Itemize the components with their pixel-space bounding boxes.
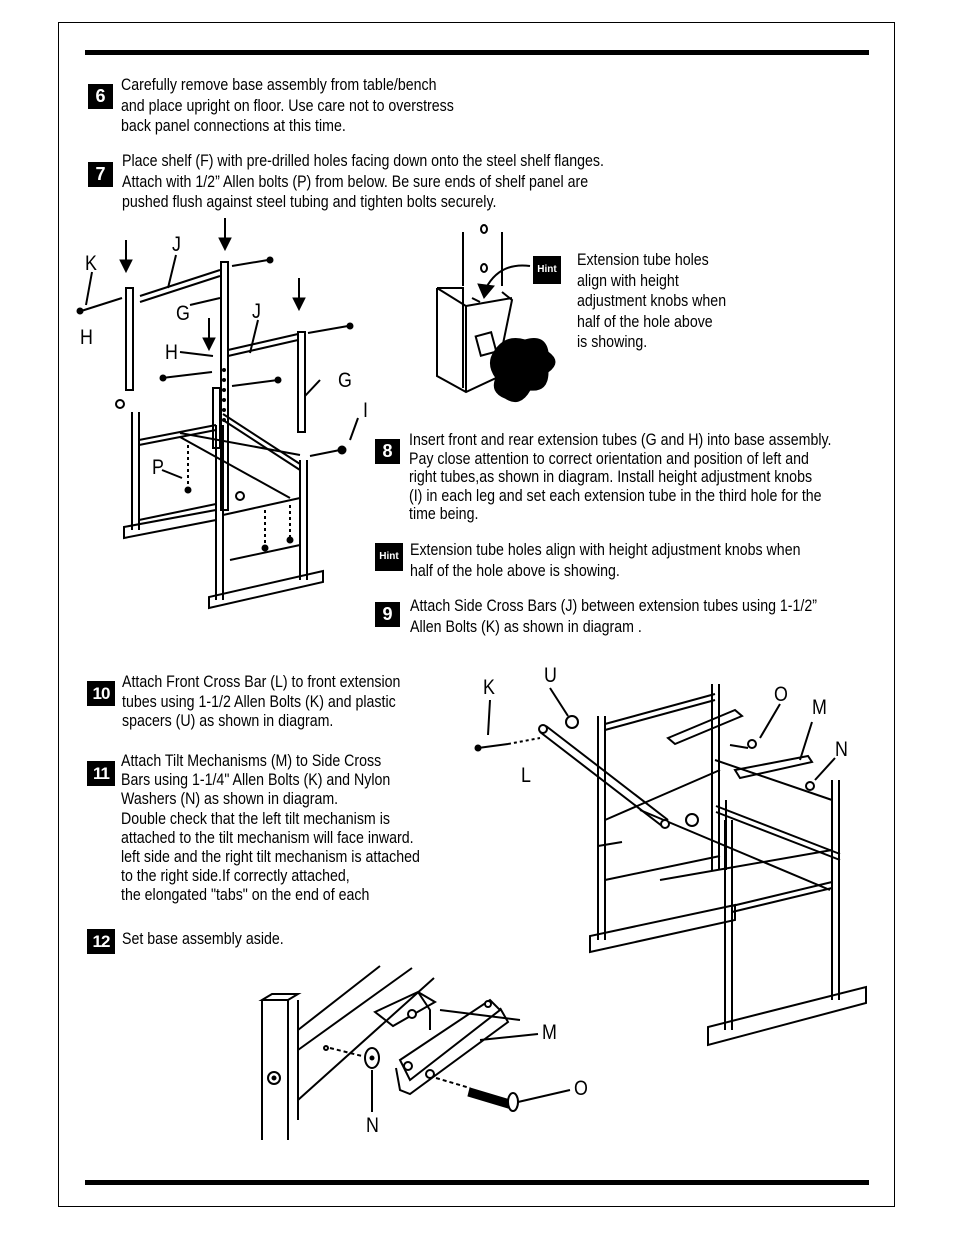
label-k-2: K [483, 676, 495, 699]
bolt-and-washer [323, 1045, 519, 1112]
label-j: J [172, 233, 181, 256]
step-11-badge: 11 [87, 761, 115, 786]
bolts-2 [474, 715, 749, 847]
hint-2-text: Extension tube holes align with height a… [410, 541, 801, 580]
step-7-badge: 7 [88, 162, 113, 187]
label-j-2: J [252, 300, 261, 323]
label-m: M [812, 696, 827, 719]
label-g: G [176, 302, 190, 325]
step-9-text: Attach Side Cross Bars (J) between exten… [410, 597, 817, 636]
front-cross-bar [538, 724, 670, 829]
extension-tubes [125, 261, 306, 511]
step-11-text: Attach Tilt Mechanisms (M) to Side Cross… [121, 752, 420, 905]
hint-2-badge: Hint [375, 543, 403, 571]
step-8-text: Insert front and rear extension tubes (G… [409, 431, 832, 523]
base-frame [123, 412, 324, 610]
step-6-badge: 6 [88, 84, 113, 109]
label-o-2: O [574, 1077, 588, 1100]
step-9-badge: 9 [375, 602, 400, 627]
step-8-badge: 8 [375, 439, 400, 464]
tube-detail [258, 993, 302, 1140]
step-12-badge: 12 [87, 929, 115, 954]
label-o: O [774, 683, 788, 706]
main-frame [589, 684, 867, 1047]
label-k: K [85, 252, 97, 275]
step-10-text: Attach Front Cross Bar (L) to front exte… [122, 673, 401, 730]
label-u: U [544, 664, 557, 687]
step-10-badge: 10 [87, 681, 115, 706]
label-g-2: G [338, 369, 352, 392]
top-rule [85, 50, 869, 55]
step-6-text: Carefully remove base assembly from tabl… [121, 76, 454, 135]
bolts [76, 256, 354, 552]
page-frame [58, 22, 895, 1207]
label-n: N [835, 738, 848, 761]
label-l: L [521, 764, 531, 787]
label-n-2: N [366, 1114, 379, 1137]
side-cross-bars [297, 965, 435, 1101]
label-h: H [80, 326, 93, 349]
label-h-2: H [165, 341, 178, 364]
label-m-2: M [542, 1021, 557, 1044]
hint-1-badge: Hint [533, 256, 561, 284]
bottom-rule [85, 1180, 869, 1185]
label-p: P [152, 456, 164, 479]
tilt-mechanism-detail [373, 990, 521, 1096]
tilt-mechanisms [666, 708, 815, 791]
down-arrows [119, 218, 306, 352]
step-7-text: Place shelf (F) with pre-drilled holes f… [122, 152, 604, 211]
hint-1-text: Extension tube holes align with height a… [577, 251, 727, 351]
label-i: I [363, 399, 368, 422]
step-12-text: Set base assembly aside. [122, 930, 284, 948]
